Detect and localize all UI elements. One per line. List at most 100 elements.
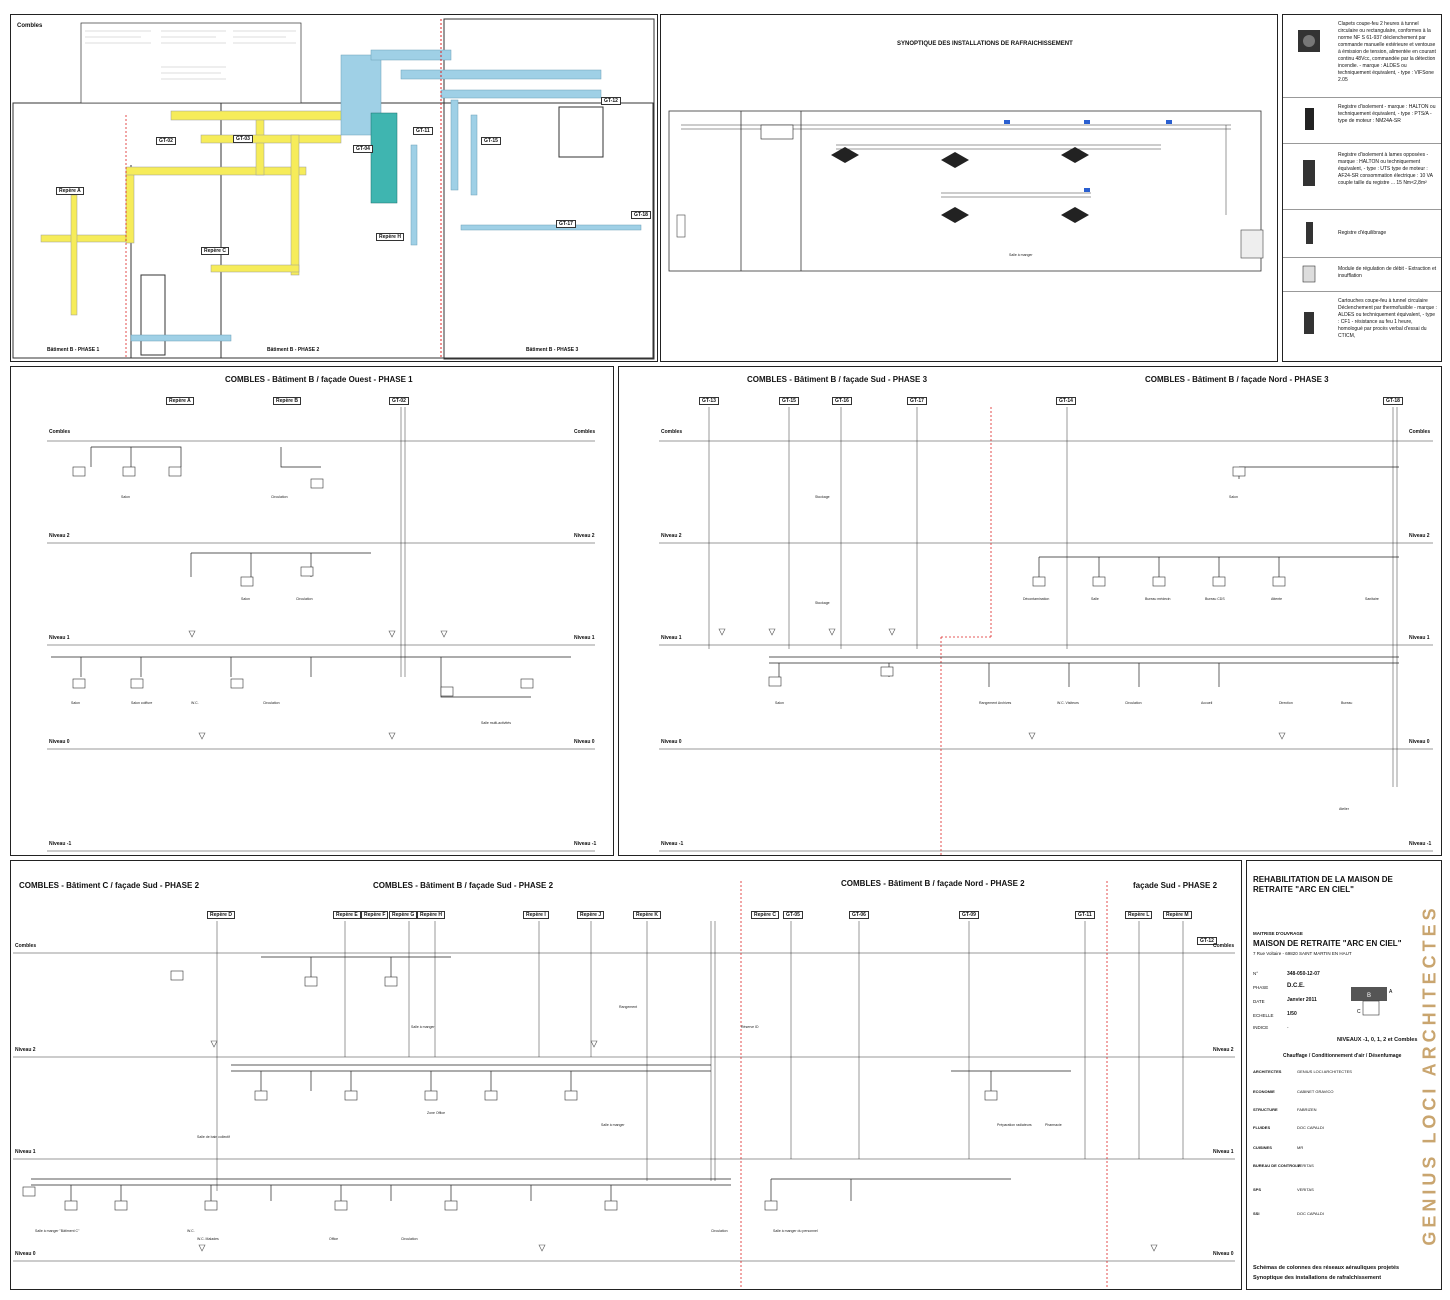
level-label: Niveau 1 <box>1213 1149 1234 1155</box>
room-label: Stockage <box>815 601 830 605</box>
legend-item: Registre d'isolement - marque : HALTON o… <box>1283 97 1441 143</box>
legend-text: Registre d'isolement - marque : HALTON o… <box>1338 104 1436 124</box>
plan-tag: GT-02 <box>156 137 176 145</box>
room-label: W.C. <box>187 1229 195 1233</box>
legend-item: Cartouches coupe-feu à tunnel circulaire… <box>1283 291 1441 361</box>
level-label: Niveau -1 <box>661 841 684 847</box>
room-label: Décontamination <box>1023 597 1050 601</box>
room-label: Salon <box>121 495 130 499</box>
plan-tag: GT-12 <box>601 97 621 105</box>
room-label: Salle à manger <box>411 1025 435 1029</box>
riser-header: Repère M <box>1163 911 1192 919</box>
plan-tag: GT-04 <box>353 145 373 153</box>
level-label: Combles <box>1213 943 1235 949</box>
stakeholder-name: VERITAS <box>1297 1163 1314 1168</box>
legend-item: Module de régulation de débit - Extracti… <box>1283 257 1441 291</box>
riser-header: GT-13 <box>699 397 719 405</box>
stakeholder-role: FLUIDES <box>1253 1125 1271 1130</box>
level-label: Niveau 0 <box>661 739 682 745</box>
riser-header: Repère A <box>166 397 194 405</box>
riser-phase3: COMBLES - Bâtiment B / façade Sud - PHAS… <box>618 366 1442 856</box>
synoptic-drawing <box>668 110 1264 272</box>
synoptic-panel: SYNOPTIQUE DES INSTALLATIONS DE RAFRAICH… <box>660 14 1278 362</box>
stakeholder-role: BUREAU DE CONTROLE <box>1253 1163 1301 1168</box>
room-label: Bureau <box>1341 701 1353 705</box>
riser-header: Repère D <box>207 911 235 919</box>
room-label: Rangement <box>619 1005 638 1009</box>
room-label: Pharmacie <box>1045 1123 1062 1127</box>
svg-text:A: A <box>1389 989 1393 995</box>
riser-title: COMBLES - Bâtiment B / façade Nord - PHA… <box>1145 375 1329 384</box>
room-label: Accueil <box>1201 701 1213 705</box>
plan-tag: Repère A <box>56 187 84 195</box>
riser-title: COMBLES - Bâtiment B / façade Nord - PHA… <box>841 879 1025 888</box>
level-label: Niveau -1 <box>49 841 72 847</box>
owner-label: MAITRISE D'OUVRAGE <box>1253 931 1303 936</box>
riser-header: GT-02 <box>389 397 409 405</box>
plan-tag: Repère C <box>201 247 229 255</box>
level-label: Niveau 2 <box>574 533 595 539</box>
room-label: Stockage <box>815 495 830 499</box>
level-label: Niveau 2 <box>49 533 70 539</box>
stakeholder-role: SSI <box>1253 1211 1260 1216</box>
room-label: W.C. Malades <box>197 1237 219 1241</box>
room-label: Salon <box>775 701 784 705</box>
room-label: Salon <box>241 597 250 601</box>
riser-header: GT-11 <box>1075 911 1095 919</box>
legend-text: Clapets coupe-feu 2 heures à tunnel circ… <box>1338 21 1436 83</box>
isolation-register-icon <box>1297 106 1321 132</box>
index-value: - <box>1287 1025 1289 1030</box>
room-label: Attente <box>1271 597 1283 601</box>
riser-header: Repère B <box>273 397 301 405</box>
riser-title: COMBLES - Bâtiment B / façade Ouest - PH… <box>225 375 413 384</box>
riser-west-phase1: COMBLES - Bâtiment B / façade Ouest - PH… <box>10 366 614 856</box>
room-label: Circulation <box>1125 701 1142 705</box>
riser-header: GT-16 <box>832 397 852 405</box>
riser-title: COMBLES - Bâtiment C / façade Sud - PHAS… <box>19 881 200 890</box>
project-title: REHABILITATION DE LA MAISON DE RETRAITE … <box>1253 875 1393 894</box>
scale-label: ECHELLE <box>1253 1013 1274 1018</box>
floor-plan-panel: Combles <box>10 14 658 362</box>
riser-phase2: COMBLES - Bâtiment C / façade Sud - PHAS… <box>10 860 1242 1290</box>
level-label: Combles <box>574 429 596 435</box>
legend-text: Cartouches coupe-feu à tunnel circulaire… <box>1338 298 1437 339</box>
plan-level-label: Combles <box>17 23 43 29</box>
level-label: Niveau 0 <box>1213 1251 1234 1257</box>
plan-tag: GT-03 <box>233 135 253 143</box>
riser-header: Repère I <box>523 911 549 919</box>
fire-cartridge-icon <box>1297 310 1321 336</box>
level-label: Combles <box>661 429 683 435</box>
riser-header: Repère K <box>633 911 661 919</box>
scale-value: 1/50 <box>1287 1011 1297 1017</box>
key-plan-icon: B A C <box>1351 987 1393 1016</box>
levels-title: NIVEAUX -1, 0, 1, 2 et Combles <box>1337 1037 1418 1043</box>
room-label: W.C. <box>191 701 199 705</box>
room-label: Salle <box>1091 597 1099 601</box>
synoptic-title: SYNOPTIQUE DES INSTALLATIONS DE RAFRAICH… <box>897 41 1073 47</box>
level-label: Niveau 2 <box>1213 1047 1234 1053</box>
legend-item: Registre d'isolement à lames opposées - … <box>1283 143 1441 209</box>
title-block: GENIUS LOCI ARCHITECTES REHABILITATION D… <box>1246 860 1442 1290</box>
level-label: Niveau 0 <box>1409 739 1430 745</box>
phase2-label: Bâtiment B - PHASE 2 <box>267 347 320 353</box>
room-label: Rangement Archives <box>979 701 1012 705</box>
riser-phase3-drawing <box>659 407 1433 855</box>
riser-title: façade Sud - PHASE 2 <box>1133 881 1218 890</box>
room-label: Office <box>329 1237 339 1241</box>
level-label: Niveau -1 <box>1409 841 1432 847</box>
stakeholder-name: DOC CAPALDI <box>1297 1211 1324 1216</box>
level-label: Niveau 2 <box>15 1047 36 1053</box>
riser-phase2-drawing <box>13 881 1235 1289</box>
legend-text: Module de régulation de débit - Extracti… <box>1338 266 1437 279</box>
legend-item: Clapets coupe-feu 2 heures à tunnel circ… <box>1283 15 1441 97</box>
plan-tag: GT-15 <box>481 137 501 145</box>
stakeholder-name: FABRIZEN <box>1297 1107 1317 1112</box>
stakeholder-role: ARCHITECTES <box>1253 1069 1282 1074</box>
level-label: Niveau 1 <box>15 1149 36 1155</box>
phase-value: D.C.E. <box>1287 983 1305 989</box>
blade-register-icon <box>1297 160 1321 186</box>
stakeholder-name: MR <box>1297 1145 1304 1150</box>
riser-title: COMBLES - Bâtiment B / façade Sud - PHAS… <box>373 881 554 890</box>
stakeholder-role: SPS <box>1253 1187 1262 1192</box>
level-label: Niveau -1 <box>574 841 597 847</box>
